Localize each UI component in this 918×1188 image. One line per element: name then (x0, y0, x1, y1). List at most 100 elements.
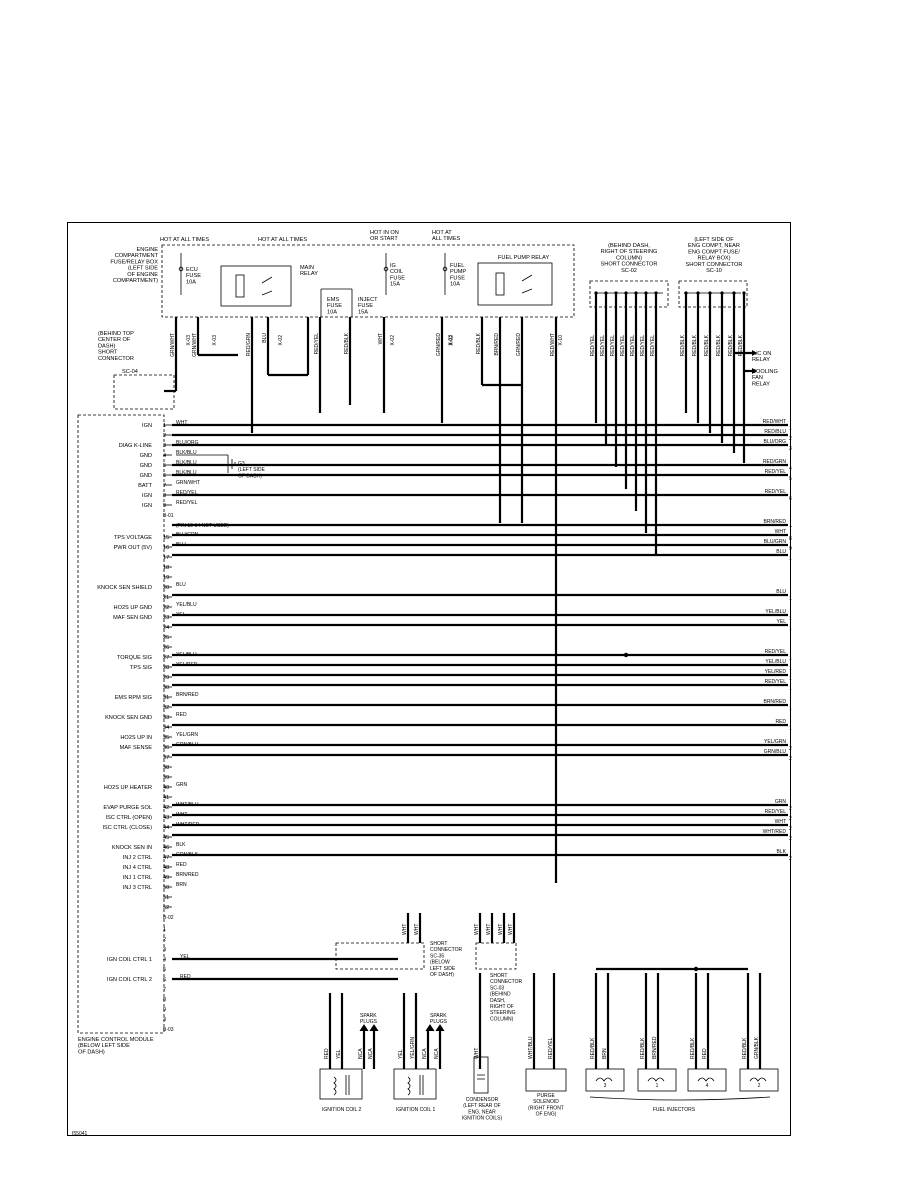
ecm-title: OF DASH) (78, 1049, 105, 1055)
connector-id-3: X-02 (390, 335, 396, 346)
fuel-pump-fuse-label: 10A (450, 282, 460, 288)
right-wire-label-13: YEL (777, 619, 787, 625)
purge-solenoid-label: SOLENOID (533, 1099, 559, 1105)
ecm-func-33: KNOCK SEN GND (105, 715, 152, 721)
splice-dot-14 (623, 652, 629, 658)
spark-plugs-label-2: PLUGS (430, 1019, 448, 1025)
ecm-pin-34: 34 (163, 725, 169, 731)
right-wire-num-1: 1 (789, 426, 792, 432)
right-wire-num-19: 19 (789, 726, 792, 732)
ecu-fuse-label: 10A (186, 279, 196, 285)
ig-coil-fuse-label: IG (390, 263, 396, 269)
ems-fuse-label: FUSE (327, 303, 342, 309)
inject-fuse-label: FUSE (358, 303, 373, 309)
sc-wire-label-4: WHT (498, 924, 504, 935)
fuel-injector-box-0 (585, 1068, 625, 1092)
fuse-relay-box-label: COMPARTMENT (115, 253, 159, 259)
sc10-dot-0 (684, 291, 688, 295)
sc35-label: SHORT (430, 941, 447, 947)
ecm-lower-pin-2: 3 (163, 947, 166, 953)
ecm-wire-label-8: RED/YEL (176, 490, 198, 496)
hot-at-all-times-label-2: HOT AT ALL TIMES (258, 237, 307, 243)
sc02-connector-box (589, 280, 669, 308)
ecm-pin-29: 29 (163, 675, 169, 681)
ecm-func-28: TPS SIG (130, 665, 152, 671)
ground-g3-label: G3 (238, 461, 245, 467)
fuel-pump-fuse-label: PUMP (450, 269, 466, 275)
fuel-pump-relay-box (477, 262, 553, 306)
ecm-wire-label-28: YEL/RED (176, 662, 198, 668)
sc02-dot-6 (654, 291, 658, 295)
sc04-description-label: DASH) (98, 343, 116, 349)
top-wire-label-11: RED/WHT (550, 333, 556, 356)
ecm-func-35: HO2S UP IN (120, 735, 152, 741)
ecm-func-5: GND (140, 463, 152, 469)
sc03-label: COLUMN) (490, 1016, 514, 1022)
injector-splice-dot (693, 966, 699, 972)
spark-plugs-label-1: PLUGS (360, 1019, 378, 1025)
purge-solenoid-label: (RIGHT FRONT (528, 1105, 564, 1111)
right-wire-label-9: BLU/GRN (764, 539, 787, 545)
right-wire-label-1: RED/WHT (763, 419, 786, 425)
ecm-pin-46: 46 (163, 845, 169, 851)
relay-arrows (752, 350, 757, 374)
top-wire-label-6: WHT (378, 333, 384, 344)
ecm-pin-49: 49 (163, 875, 169, 881)
right-wire-num-11: 11 (789, 596, 792, 602)
ac-on-relay-label: RELAY (752, 357, 770, 363)
relay-contact-0 (261, 276, 273, 296)
ig-coil-fuse-label: FUSE (390, 275, 405, 281)
ecm-func-15: TPS VOLTAGE (114, 535, 152, 541)
ecm-pin-40: 40 (163, 785, 169, 791)
sc35-label: (BELOW (430, 960, 450, 966)
ecm-lower-pin-9: 3 (163, 1017, 166, 1023)
ignition-coil-1-label: IGNITION COIL 1 (396, 1107, 435, 1113)
ecm-lower-wire-label-3: YEL (180, 954, 190, 960)
sc03-label: DASH, (490, 998, 505, 1004)
ecm-lower-wire-label-5: RED (180, 974, 191, 980)
ecm-pin-4: 4 (163, 453, 166, 459)
fuel-injector-number-2: 4 (706, 1083, 709, 1089)
right-wire-label-14: RED/YEL (765, 649, 787, 655)
ecm-pin-17: 17 (163, 555, 169, 561)
sc02-label: COLUMN) (616, 255, 642, 261)
ecm-pin-35: 35 (163, 735, 169, 741)
sc02-dot-4 (634, 291, 638, 295)
condenser-box (473, 1056, 489, 1094)
sc10-dot-2 (708, 291, 712, 295)
hot-in-on-label: OR START (370, 236, 398, 242)
ecm-wire-label-9: RED/YEL (176, 500, 198, 506)
ecm-pin-6: 6 (163, 473, 166, 479)
coil-wire-label-4: YEL (398, 1049, 404, 1059)
ecm-pin-37: 37 (163, 755, 169, 761)
ecm-lower-func-3: IGN COIL CTRL 1 (107, 957, 152, 963)
sc02-dot-2 (614, 291, 618, 295)
ecm-pin-22: 22 (163, 605, 169, 611)
sc10-label: ENG COMPT FUSE/ (688, 249, 740, 255)
right-wire-label-18: BRN/RED (763, 699, 786, 705)
right-wire-num-2: 2 (789, 436, 792, 442)
ecu-fuse-label: FUSE (186, 273, 201, 279)
relay-contact-1 (521, 274, 533, 294)
inject-fuse-label: INJECT (358, 297, 378, 303)
sc10-wire-label-0: RED/BLK (680, 334, 686, 356)
right-wire-num-15: 15 (789, 666, 792, 672)
fuse-relay-box-label: ENGINE (137, 247, 159, 253)
ecm-pin-8: 8 (163, 493, 166, 499)
figure-id-label: I55041 (72, 1131, 88, 1137)
ecm-func-47: INJ 2 CTRL (123, 855, 152, 861)
ecm-wire-label-20: BLU (176, 582, 186, 588)
ecm-wire-label-47: GRN/BLK (176, 852, 199, 858)
sc10-wire-label-1: RED/BLK (692, 334, 698, 356)
ecu-fuse-label: ECU (186, 267, 198, 273)
ecm-wire-label-44: WHT/RED (176, 822, 200, 828)
lower-wire-label-0: WHT (474, 1048, 480, 1059)
connector-id-0: X-03 (186, 335, 192, 346)
top-wire-label-8: RED/BLK (476, 332, 482, 354)
ecm-wire-label-22: YEL/BLU (176, 602, 197, 608)
top-wire-label-9: BRN/RED (494, 333, 500, 356)
coil-wire-label-5: YEL/GRN (410, 1037, 416, 1059)
ems-fuse-label: EMS (327, 297, 339, 303)
ecm-wire-label-3: BLU/ORG (176, 440, 199, 446)
